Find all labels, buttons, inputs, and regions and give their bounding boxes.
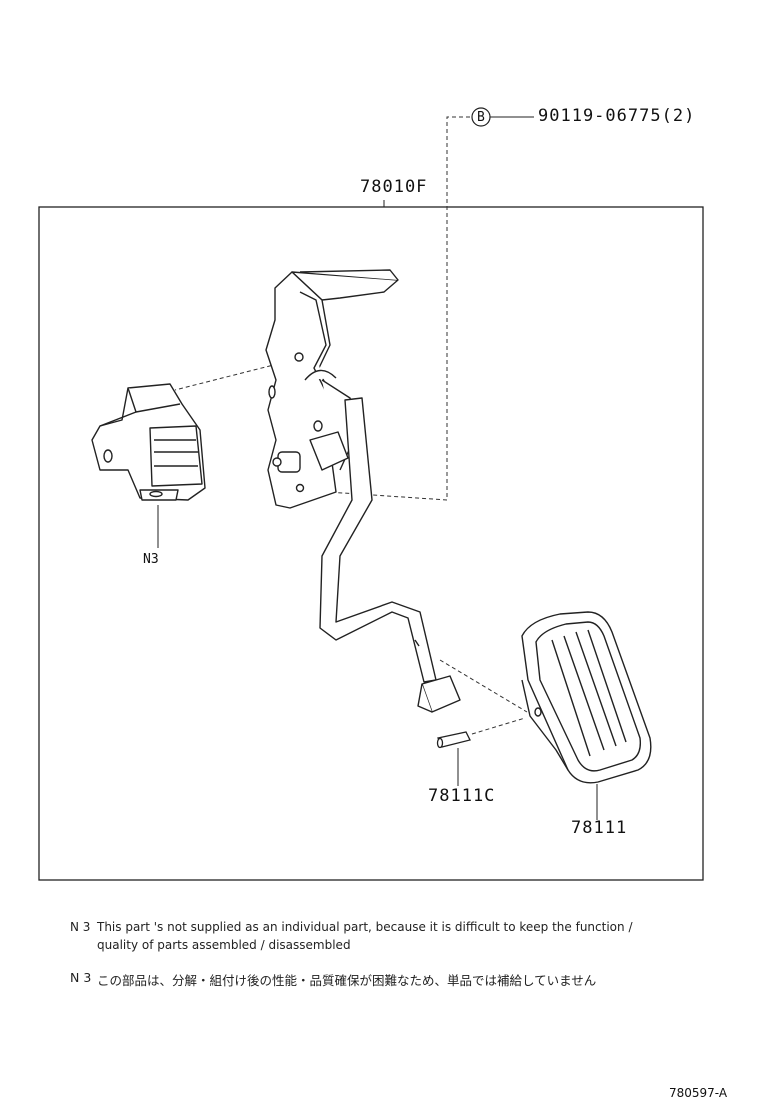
pedal-arm [319,397,461,713]
pad-part-label: 78111 [571,818,628,838]
pedal-pad [521,611,652,784]
note-english-line1: This part 's not supplied as an individu… [97,920,633,934]
assembly-frame [38,206,704,881]
bolt-part-number: 90119-06775(2) [538,106,695,126]
note-english-code: N 3 [70,920,91,934]
pedal-bracket [265,269,399,509]
pad-pin [436,731,471,749]
note-japanese-text: この部品は、分解・組付け後の性能・品質確保が困難なため、単品では補給していません [97,973,597,988]
pin-part-label: 78111C [428,786,496,806]
bolt-marker-letter: B [477,110,485,125]
assembly-part-label: 78010F [360,177,428,197]
diagram-id: 780597-A [669,1086,728,1100]
note-japanese-code: N 3 [70,970,92,985]
bolt-quantity: (2) [661,106,696,126]
pedal-position-sensor [91,383,206,501]
note-english-line2: quality of parts assembled / disassemble… [97,938,351,952]
bolt-part-number-text: 90119-06775 [538,106,662,126]
sensor-part-label: N3 [143,552,159,567]
